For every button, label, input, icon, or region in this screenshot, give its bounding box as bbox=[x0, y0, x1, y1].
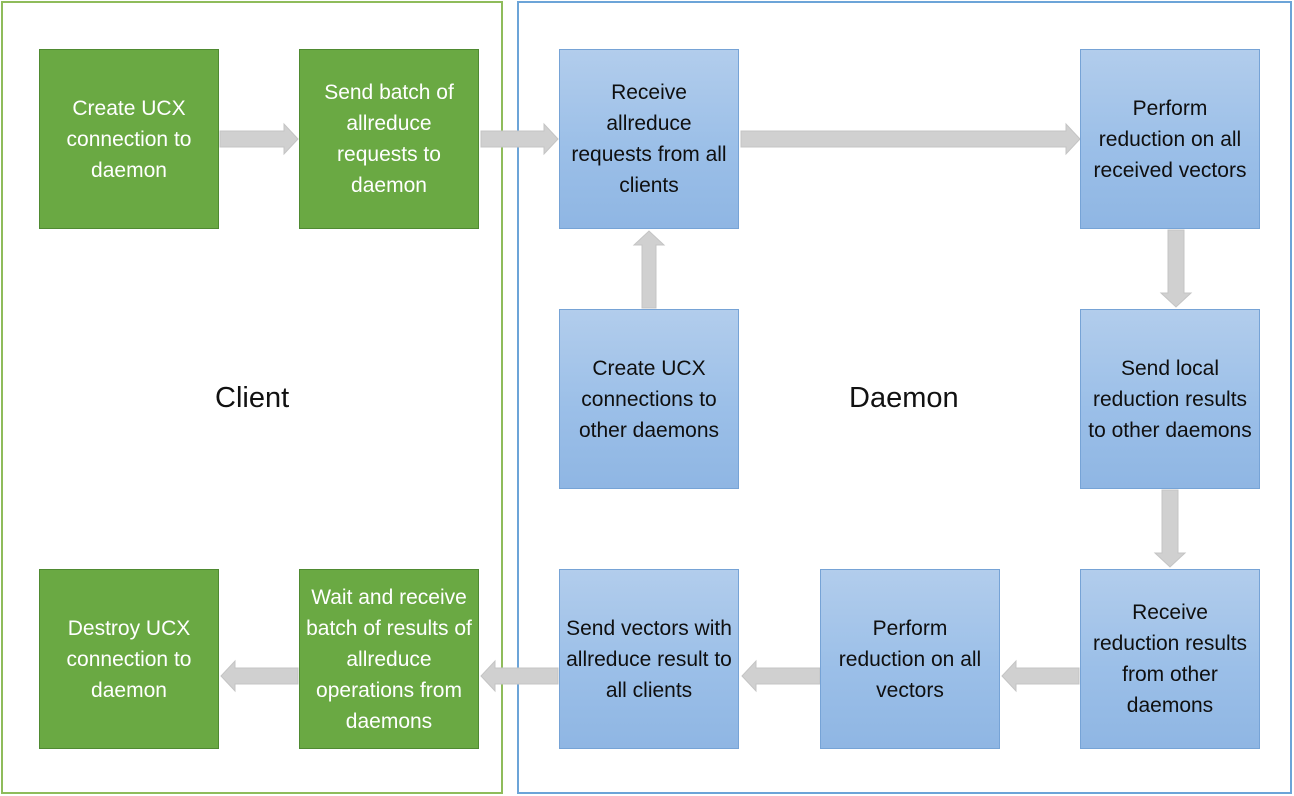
create-connection-step: Create UCX connection to daemon bbox=[39, 49, 219, 229]
perform-reduction-received-step: Perform reduction on all received vector… bbox=[1080, 49, 1260, 229]
daemon-label: Daemon bbox=[849, 382, 959, 414]
create-connections-daemons-step: Create UCX connections to other daemons bbox=[559, 309, 739, 489]
wait-receive-batch-step: Wait and receive batch of results of all… bbox=[299, 569, 479, 749]
destroy-connection-step: Destroy UCX connection to daemon bbox=[39, 569, 219, 749]
send-vectors-clients-step: Send vectors with allreduce result to al… bbox=[559, 569, 739, 749]
send-batch-step: Send batch of allreduce requests to daem… bbox=[299, 49, 479, 229]
send-local-results-step: Send local reduction results to other da… bbox=[1080, 309, 1260, 489]
receive-reduction-results-step: Receive reduction results from other dae… bbox=[1080, 569, 1260, 749]
receive-requests-step: Receive allreduce requests from all clie… bbox=[559, 49, 739, 229]
client-region bbox=[1, 1, 503, 794]
perform-reduction-all-step: Perform reduction on all vectors bbox=[820, 569, 1000, 749]
daemon-region bbox=[517, 1, 1292, 794]
client-label: Client bbox=[215, 382, 290, 414]
